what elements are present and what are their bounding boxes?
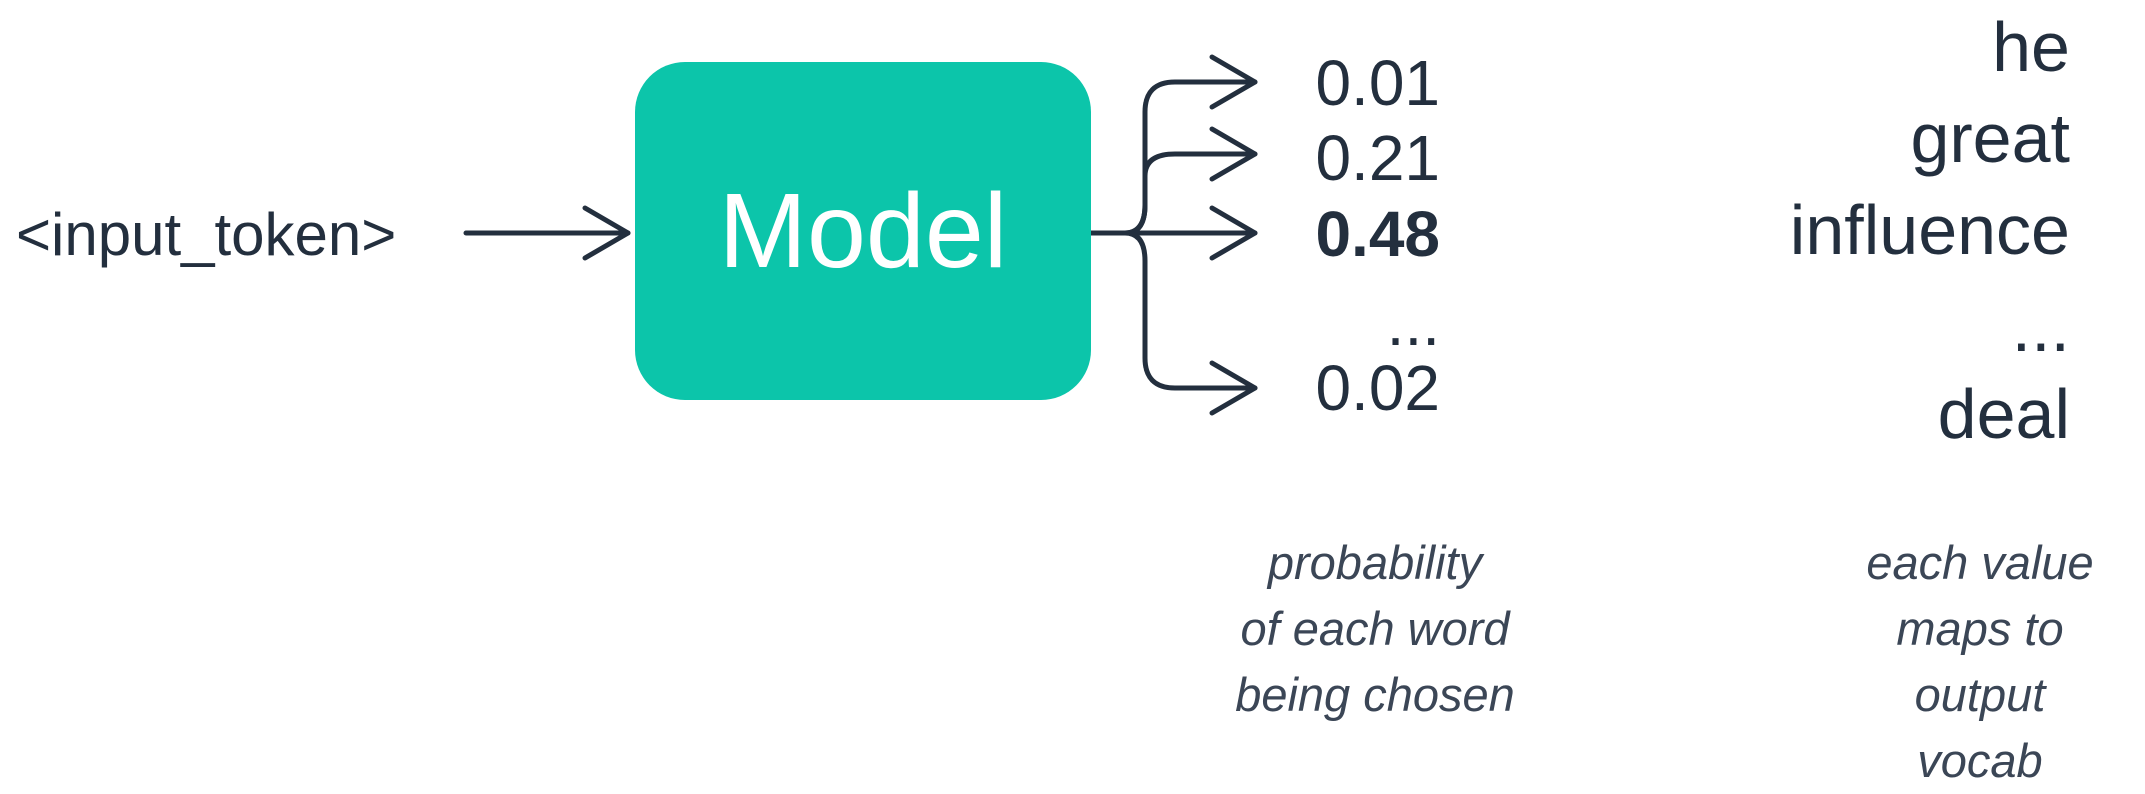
model-box: Model: [635, 62, 1091, 400]
probability-ellipsis: ...: [1386, 287, 1440, 359]
probability-caption-line: probability: [1267, 536, 1483, 589]
vocab-caption-line: output: [1914, 668, 2046, 721]
probability-caption: probability of each word being chosen: [1195, 530, 1555, 728]
branch-arrow-line-5: [1122, 230, 1258, 391]
probability-value-2: 0.21: [1315, 122, 1440, 194]
probability-value-1: 0.01: [1315, 47, 1440, 119]
branch-arrow-head-1: [1209, 54, 1258, 110]
branch-arrow-head-3: [1209, 205, 1258, 261]
vocab-caption-line: maps to: [1896, 602, 2064, 655]
vocab-word-2: great: [1910, 99, 2070, 177]
probability-caption-line: of each word: [1240, 602, 1510, 655]
vocab-caption-line: each value: [1866, 536, 2094, 589]
branch-arrow-line-2: [1122, 151, 1258, 236]
probability-value-3: 0.48: [1315, 198, 1440, 270]
vocab-word-1: he: [1992, 8, 2070, 86]
vocab-ellipsis: ...: [2011, 288, 2070, 366]
vocab-caption-line: vocab: [1917, 734, 2043, 787]
vocab-word-5: deal: [1937, 375, 2070, 453]
input-arrow-head: [582, 205, 631, 261]
probability-caption-line: being chosen: [1235, 668, 1515, 721]
branch-arrow-head-5: [1209, 360, 1258, 416]
branch-arrow-head-2: [1209, 126, 1258, 182]
vocab-caption: each value maps to output vocab: [1830, 530, 2130, 794]
probability-value-5: 0.02: [1315, 352, 1440, 424]
input-token-label: <input_token>: [16, 201, 397, 268]
model-label: Model: [718, 172, 1008, 290]
vocab-word-3: influence: [1789, 191, 2070, 269]
